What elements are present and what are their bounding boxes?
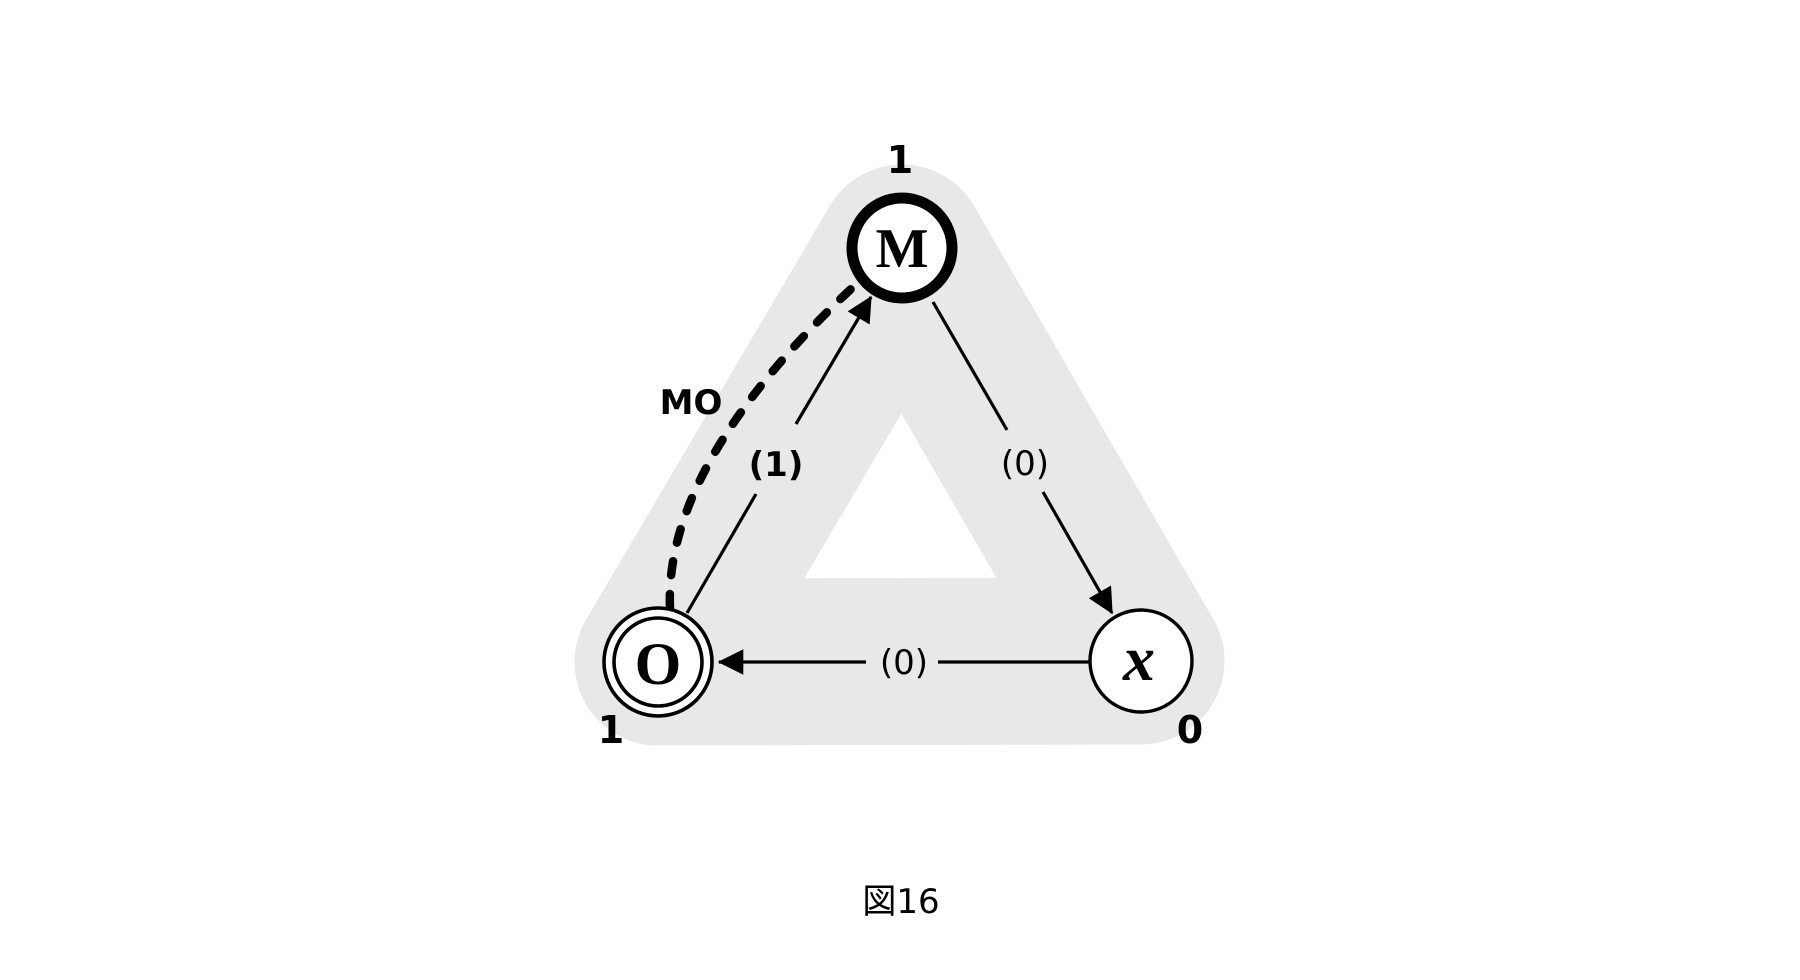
dashed-curve xyxy=(665,283,857,613)
edge-o-to-m: (1) xyxy=(685,295,873,614)
node-m: M 1 xyxy=(846,138,958,304)
node-m-label: M xyxy=(876,218,929,280)
node-m-value-label: 1 xyxy=(887,138,913,182)
edge-x-to-o: (0) xyxy=(717,643,1090,683)
figure-caption: 図16 xyxy=(862,882,939,922)
edge-dashed-mo: MO xyxy=(660,283,857,613)
node-o: O 1 xyxy=(598,606,714,752)
node-x-circle xyxy=(1088,608,1194,714)
node-o-inner-circle xyxy=(612,616,704,708)
edge-label-x-to-o: (0) xyxy=(880,643,928,683)
edge-label-mo: MO xyxy=(660,383,723,423)
node-x-value-label: 0 xyxy=(1177,708,1203,752)
node-x-label: x xyxy=(1122,623,1155,694)
node-o-outer-circle xyxy=(602,606,714,718)
triangle-band-background xyxy=(574,164,1225,746)
node-x: x 0 xyxy=(1088,608,1203,752)
edge-m-to-x: (0) xyxy=(931,301,1114,615)
node-o-value-label: 1 xyxy=(598,708,624,752)
edge-label-o-to-m: (1) xyxy=(749,445,804,485)
node-m-circle xyxy=(846,192,958,304)
edge-label-m-to-x: (0) xyxy=(1001,444,1049,484)
node-o-label: O xyxy=(635,631,682,697)
